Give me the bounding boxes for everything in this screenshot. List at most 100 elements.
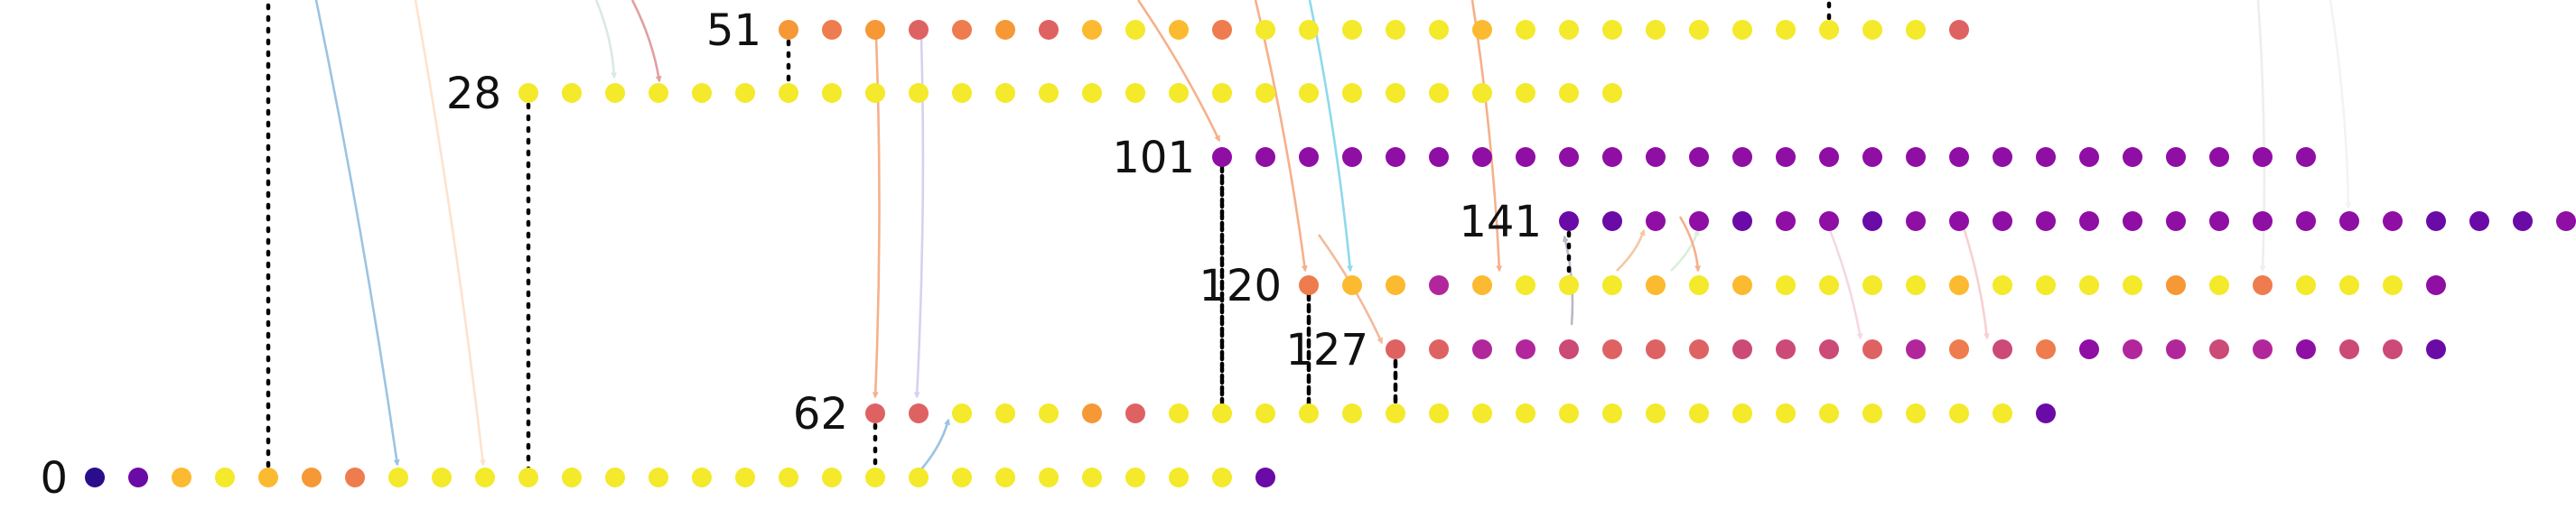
row-label: 120 [1199,261,1282,311]
lineage-node [2209,211,2229,231]
lineage-node [1949,147,1969,167]
transfer-arrow [1616,228,1646,272]
lineage-node [1776,403,1796,423]
lineage-node [1169,20,1189,40]
lineage-node [952,20,972,40]
lineage-node [1862,339,1882,359]
lineage-node [865,468,885,487]
lineage-node [1689,339,1709,359]
transfer-arrow [630,0,662,83]
lineage-node [1169,468,1189,487]
transfer-arrow [1678,216,1702,273]
lineage-node [1472,275,1492,295]
lineage-node [215,468,235,487]
lineage-node [1689,211,1709,231]
lineage-node [1906,20,1926,40]
lineage-node [1559,339,1579,359]
lineage-node [2079,211,2099,231]
row-label: 101 [1112,133,1195,183]
lineage-node [1646,275,1666,295]
lineage-node [1342,20,1362,40]
lineage-node [1472,147,1492,167]
lineage-node [909,20,929,40]
lineage-node [1386,403,1405,423]
lineage-node [1819,147,1839,167]
lineage-node [1472,403,1492,423]
lineage-node [432,468,452,487]
lineage-node [1342,83,1362,103]
lineage-node [1862,20,1882,40]
lineage-node [1732,339,1752,359]
lineage-node [1472,20,1492,40]
lineage-node [1429,339,1449,359]
lineage-node [2209,339,2229,359]
lineage-node [1906,275,1926,295]
lineage-node [1082,83,1102,103]
lineage-node [1082,20,1102,40]
transfer-arrow [1254,0,1308,273]
lineage-node [1472,83,1492,103]
row-label: 127 [1285,325,1368,375]
lineage-node [1602,211,1622,231]
lineage-node [952,468,972,487]
lineage-row-28: 28 [446,69,1622,119]
row-label: 62 [793,389,848,440]
transfer-arrow [2329,0,2352,209]
lineage-node [1212,20,1232,40]
lineage-node [1819,211,1839,231]
lineage-node [562,83,582,103]
lineage-node [1082,403,1102,423]
lineage-node [1299,403,1319,423]
lineage-node [1386,275,1405,295]
lineage-node [735,468,755,487]
lineage-node [1819,403,1839,423]
lineage-node [2253,147,2273,167]
lineage-node [1602,83,1622,103]
lineage-node [1559,83,1579,103]
lineage-node [995,20,1015,40]
lineage-node [1689,20,1709,40]
lineage-node [345,468,365,487]
transfer-arrow [2256,0,2266,273]
lineage-node [1906,339,1926,359]
lineage-node [518,468,538,487]
row-label: 0 [40,453,68,504]
lineage-node [865,20,885,40]
lineage-node [605,468,625,487]
lineage-node [1212,147,1232,167]
lineage-node [909,403,929,423]
lineage-node [1039,403,1059,423]
lineage-node [2036,339,2056,359]
transfer-arrow [314,0,400,467]
lineage-node [1125,468,1145,487]
lineage-node [1776,211,1796,231]
lineage-node [1646,339,1666,359]
branch-links [266,0,1832,480]
lineage-node [1949,339,1969,359]
lineage-node [1602,339,1622,359]
lineage-node [85,468,105,487]
lineage-node [1732,211,1752,231]
lineage-node [1342,403,1362,423]
lineage-node [1516,20,1535,40]
lineage-node [1039,20,1059,40]
lineage-node [1646,403,1666,423]
lineage-node [692,83,712,103]
lineage-node [2036,275,2056,295]
lineage-node [1776,20,1796,40]
lineage-node [2383,211,2403,231]
lineage-node [2426,211,2446,231]
lineage-node [128,468,148,487]
lineage-node [1559,403,1579,423]
lineage-node [2079,147,2099,167]
lineage-node [2166,147,2186,167]
lineage-node [1993,147,2012,167]
lineage-node [1602,275,1622,295]
lineage-node [1429,147,1449,167]
lineage-row-0: 0 [40,453,1275,504]
lineage-node [2166,211,2186,231]
lineage-node [2079,275,2099,295]
lineage-node [1342,275,1362,295]
lineage-node [1125,20,1145,40]
